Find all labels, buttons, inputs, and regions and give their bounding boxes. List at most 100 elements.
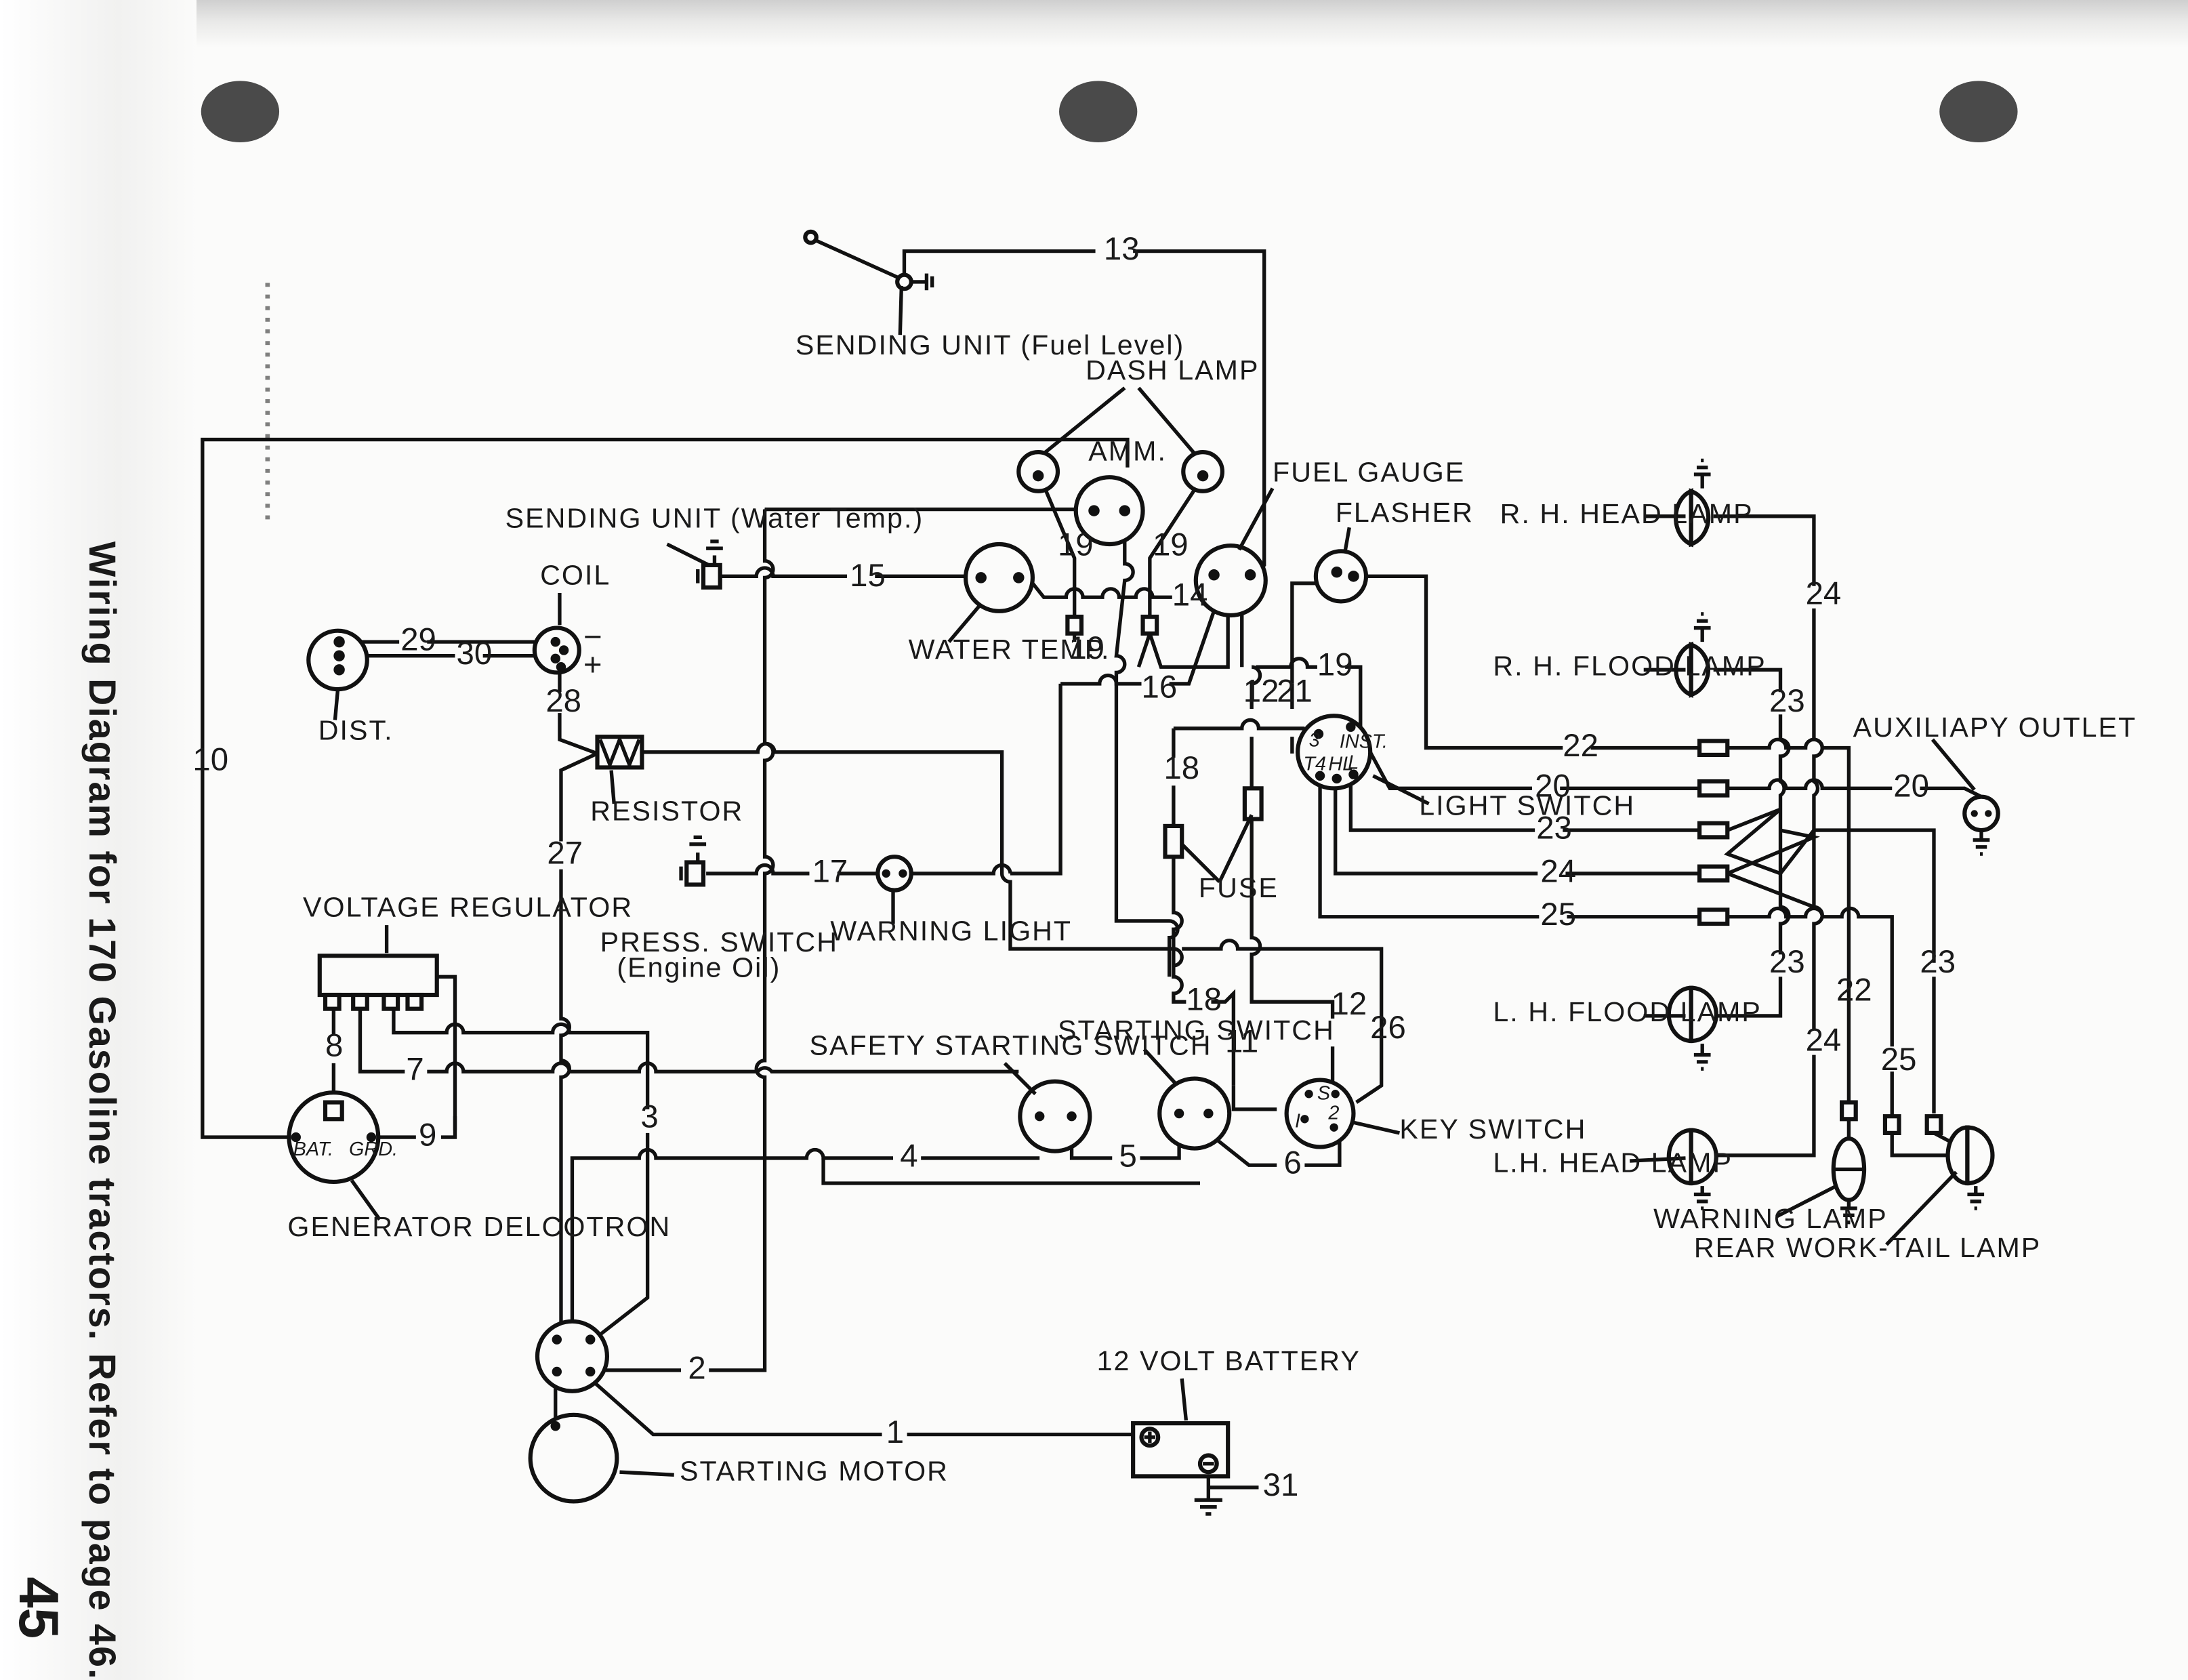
water-temp-gauge (963, 541, 1035, 613)
pin (585, 1366, 596, 1377)
label-ammeter: AMM. (1088, 435, 1167, 466)
terminal-label: HL (1328, 754, 1353, 775)
page-number: 45 (7, 1577, 70, 1639)
component-labels: SENDING UNIT (Fuel Level) DASH LAMP AMM.… (287, 329, 2137, 1487)
pin (550, 636, 560, 647)
label-generator: GENERATOR DELCOTRON (287, 1211, 671, 1242)
pin (1331, 1090, 1340, 1099)
wire-10 (201, 437, 1130, 1139)
voltage-regulator (317, 954, 439, 1011)
wire-number: 2 (688, 1350, 705, 1386)
wire-6 (1207, 1131, 1342, 1167)
wire-number: 23 (1536, 810, 1572, 846)
rear-work-tail-lamp (1945, 1125, 1995, 1210)
starting-motor (528, 1412, 619, 1504)
wire-18 (1172, 718, 1305, 826)
pin (333, 650, 345, 661)
connector (1697, 739, 1730, 757)
fuel-gauge (1193, 543, 1268, 618)
pin (1088, 505, 1100, 516)
wire-number: 19 (1153, 527, 1189, 562)
wire-number: 14 (1172, 577, 1208, 613)
connector (1697, 779, 1730, 798)
label-voltage-regulator: VOLTAGE REGULATOR (303, 892, 633, 923)
wire-number: 6 (1284, 1145, 1302, 1181)
pin (1174, 1108, 1184, 1119)
connector (1840, 1100, 1858, 1122)
binder-hole (1059, 81, 1138, 143)
wire-22 (1364, 574, 1700, 750)
wire-number: 12 (1332, 986, 1367, 1022)
pin (550, 653, 560, 664)
wire-number: 25 (1540, 897, 1576, 933)
pin (1348, 571, 1359, 582)
pin (1067, 1111, 1077, 1122)
pin (1203, 1108, 1214, 1119)
label-starting-switch: STARTING SWITCH (1058, 1015, 1335, 1046)
label-flasher: FLASHER (1336, 497, 1474, 528)
wire-12 (1250, 665, 1262, 789)
pin (333, 636, 345, 648)
pin (899, 869, 907, 878)
wire-1 (592, 1380, 1134, 1437)
pin (585, 1334, 596, 1345)
wire-vr-top (392, 975, 650, 1338)
starter-solenoid (535, 1319, 610, 1393)
wire-27 (559, 752, 598, 1326)
starting-switch (1157, 1076, 1232, 1151)
terminal-label: T4 (1303, 754, 1326, 775)
label-aux-outlet: AUXILIAPY OUTLET (1853, 712, 2137, 743)
wire-number: 7 (406, 1052, 424, 1088)
wire-number: 19 (1317, 647, 1353, 683)
binding-margin (0, 0, 197, 1680)
wire-number: 5 (1119, 1138, 1137, 1174)
generator-terminal (323, 1100, 344, 1122)
terminal-label: GRD. (349, 1139, 398, 1160)
wire-number: 24 (1806, 1022, 1842, 1058)
wire-number: 1 (886, 1414, 904, 1450)
pin (1332, 773, 1342, 784)
pin (1244, 569, 1256, 581)
wire-number: 18 (1163, 750, 1199, 786)
flasher (1313, 549, 1369, 604)
pin (1197, 470, 1209, 482)
pressure-switch (679, 835, 707, 887)
wire-24-head-right (1713, 514, 1824, 1157)
wire-20 (1359, 733, 1700, 790)
pin (550, 1421, 560, 1431)
pin (1208, 569, 1220, 581)
sending-unit-arm (814, 238, 903, 281)
wire-number: 15 (850, 558, 886, 594)
wire-number: 29 (400, 621, 436, 657)
wire-ammeter-to-trunk (1010, 683, 1062, 876)
auxiliary-outlet (1962, 794, 2000, 856)
wire-28 (558, 672, 598, 756)
wire-number: 23 (1769, 944, 1805, 980)
label-light-switch: LIGHT SWITCH (1419, 790, 1635, 821)
label-dist: DIST. (318, 714, 394, 745)
connector (1140, 614, 1159, 636)
connector (1697, 821, 1730, 840)
wire-number: 22 (1563, 728, 1598, 764)
pin (1119, 505, 1131, 516)
wire-3 (570, 1147, 1040, 1337)
label-lh-flood-lamp: L. H. FLOOD LAMP (1493, 996, 1762, 1027)
resistor (595, 734, 644, 770)
terminal-label: S (1317, 1082, 1330, 1104)
wire-19-right (1148, 485, 1199, 617)
label-rear-lamp: REAR WORK-TAIL LAMP (1694, 1232, 2041, 1263)
components: 3 INST. T4 HL L BAT. GRD. (287, 450, 2000, 1504)
terminal-label: INST. (1340, 731, 1388, 753)
connector (1697, 864, 1730, 883)
wire-numbers: 13 19 19 15 14 19 16 19 12 21 29 30 28 1… (192, 231, 1956, 1503)
pin (1315, 771, 1325, 781)
pin (1346, 722, 1356, 732)
wire-number: 8 (325, 1028, 343, 1064)
sending-unit-water-temp (696, 539, 723, 590)
wire-number: 20 (1535, 769, 1571, 804)
wire-number: 11 (1225, 1023, 1258, 1059)
pin (366, 1132, 377, 1143)
pin (882, 869, 890, 878)
terminal-label: 2 (1327, 1102, 1339, 1124)
